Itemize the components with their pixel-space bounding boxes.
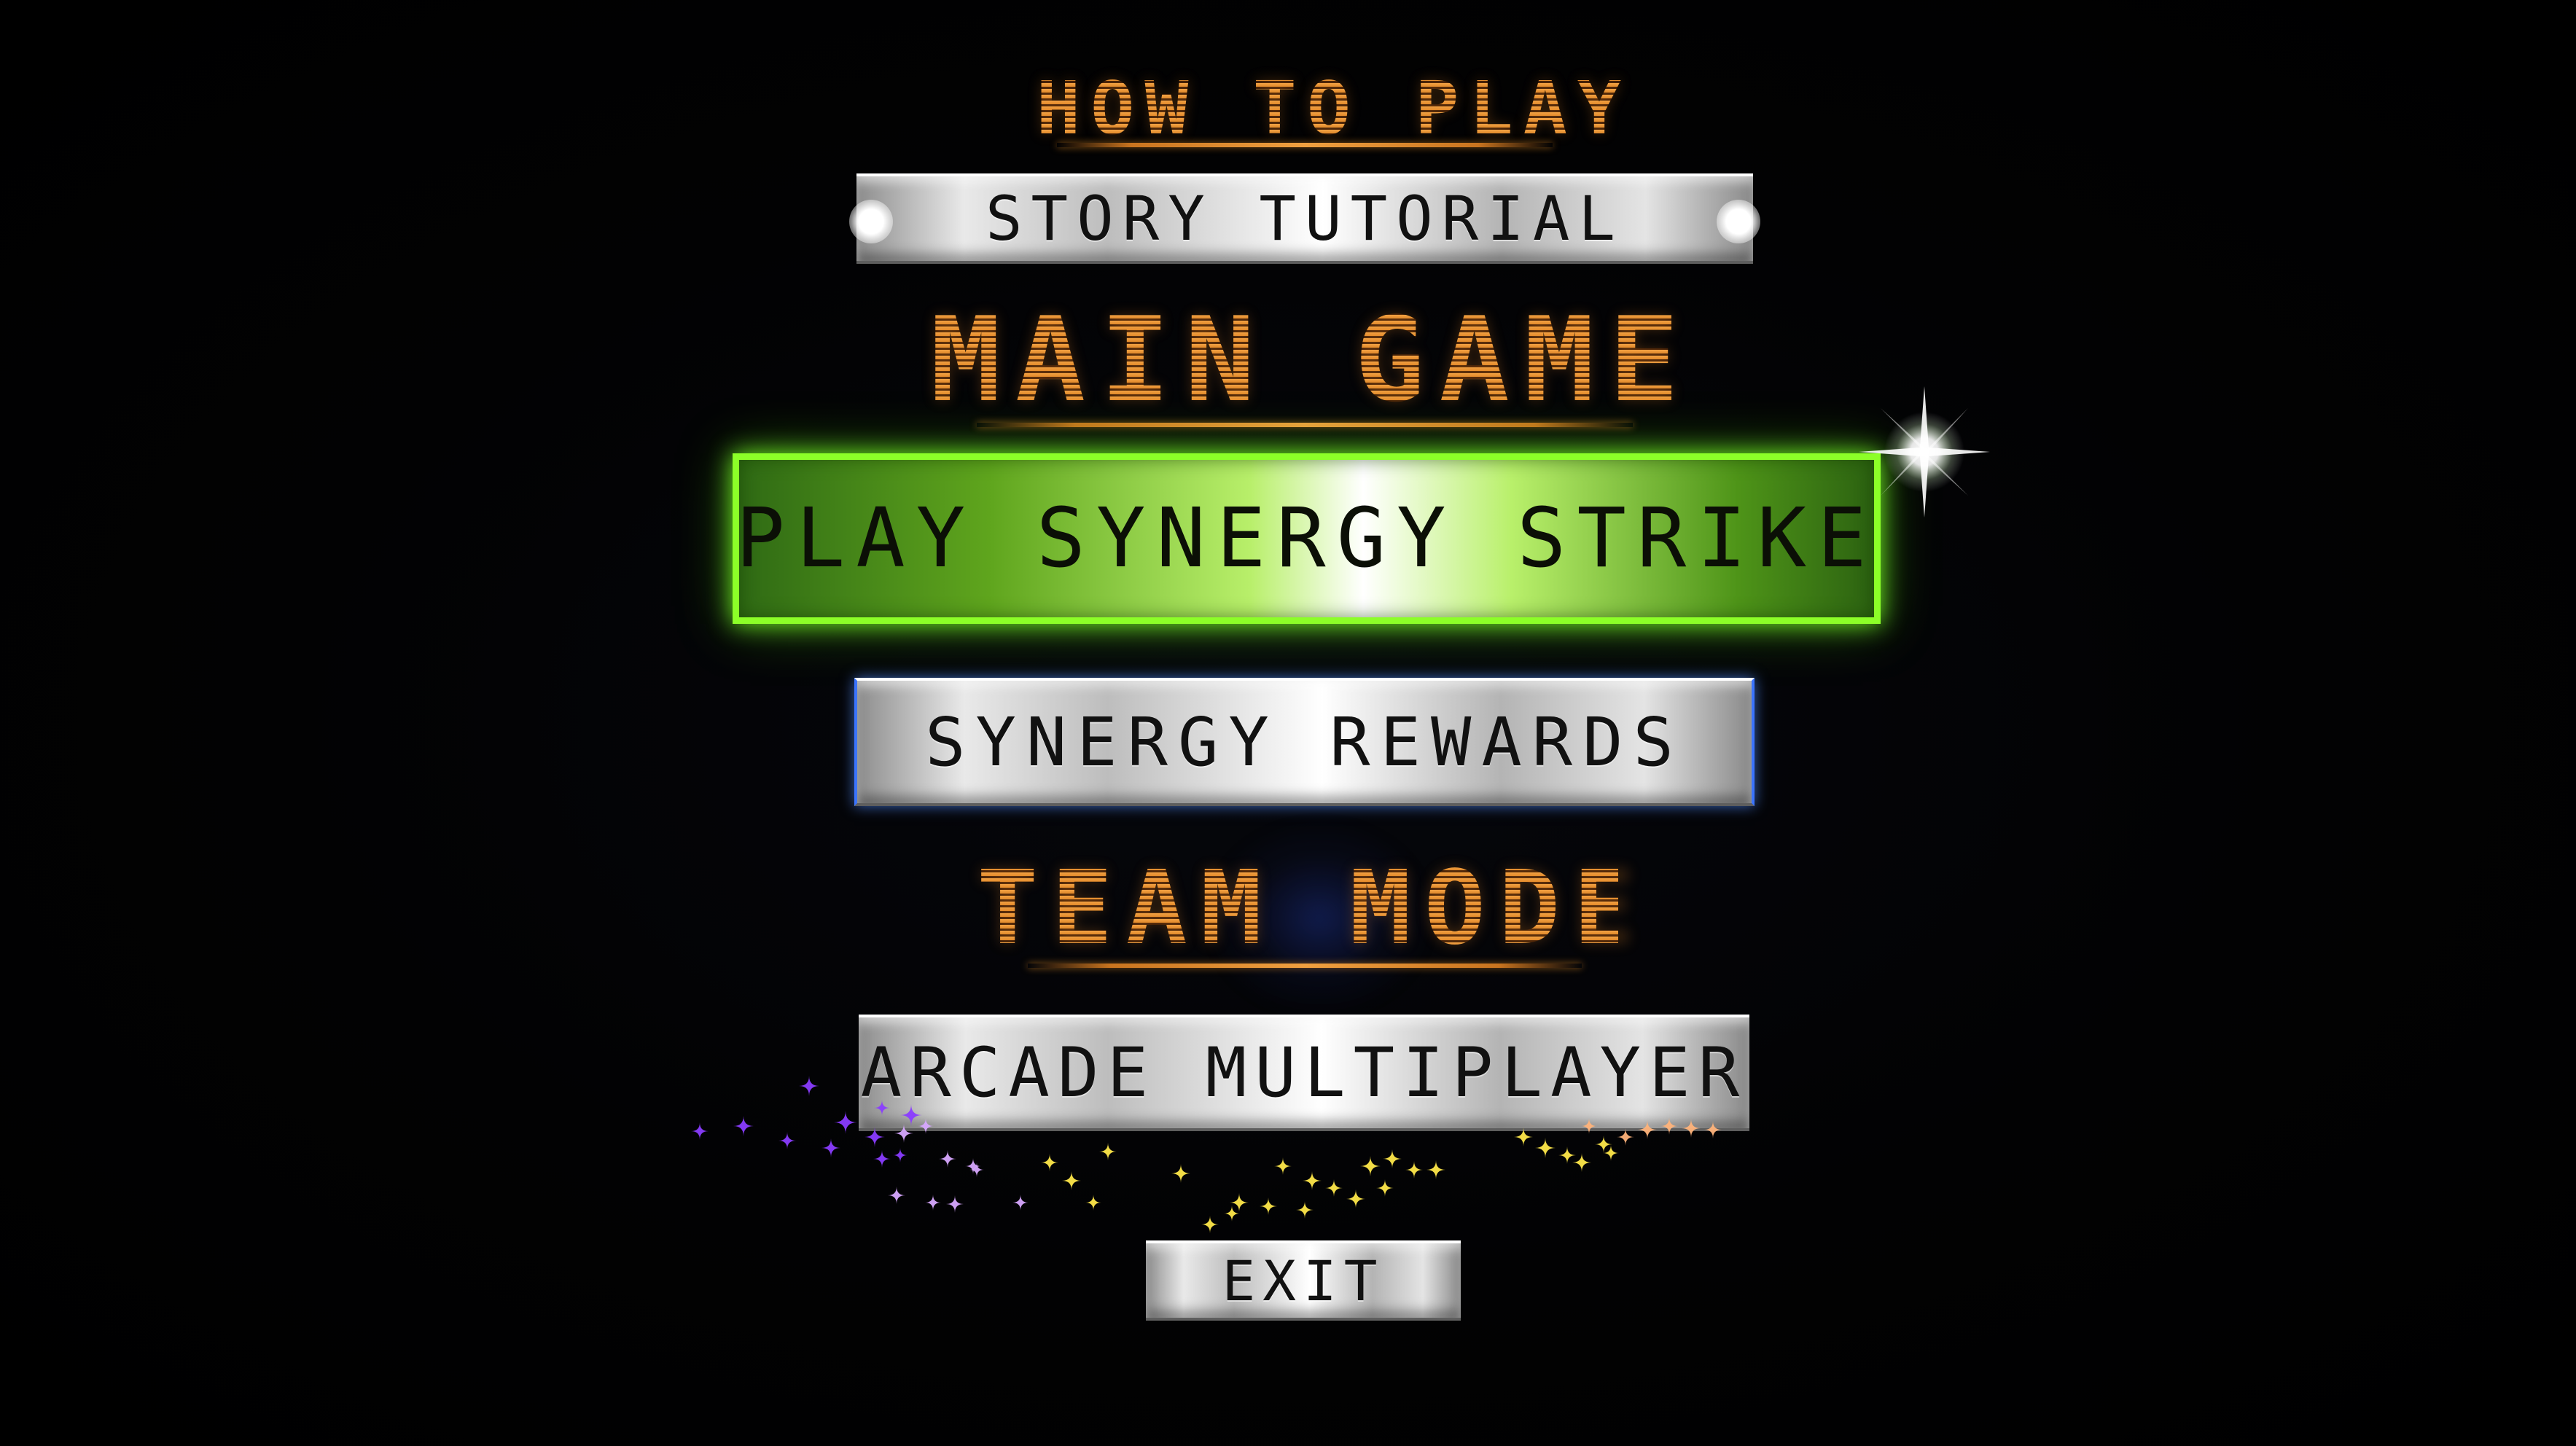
star-particle xyxy=(778,1132,796,1149)
star-particle xyxy=(1230,1193,1249,1212)
star-particle xyxy=(1274,1157,1292,1175)
star-particle xyxy=(965,1158,981,1174)
star-particle xyxy=(1405,1161,1423,1179)
play-synergy-strike-button[interactable]: PLAY SYNERGY STRIKE xyxy=(733,453,1881,624)
button-end-glow xyxy=(1717,200,1760,243)
synergy-rewards-button[interactable]: SYNERGY REWARDS xyxy=(854,678,1755,806)
button-label: PLAY SYNERGY STRIKE xyxy=(735,491,1878,586)
star-particle xyxy=(1426,1160,1445,1179)
star-particle xyxy=(1572,1153,1591,1172)
star-particle xyxy=(1085,1195,1101,1211)
button-end-glow xyxy=(849,200,893,243)
star-particle xyxy=(1346,1189,1365,1208)
star-particle xyxy=(1603,1145,1619,1161)
star-particle xyxy=(873,1150,891,1168)
star-particle xyxy=(1360,1156,1381,1176)
star-particle xyxy=(1558,1146,1576,1164)
star-particle xyxy=(1260,1197,1277,1215)
star-particle xyxy=(1012,1195,1029,1211)
heading-underline xyxy=(1028,964,1582,968)
sparkle-icon xyxy=(1859,386,1990,517)
heading-underline xyxy=(1057,143,1553,147)
arcade-multiplayer-button[interactable]: ARCADE MULTIPLAYER xyxy=(859,1015,1749,1131)
star-particle xyxy=(1062,1171,1081,1190)
star-particle xyxy=(1171,1164,1190,1183)
star-particle xyxy=(733,1116,754,1136)
star-particle xyxy=(1296,1201,1314,1219)
star-particle xyxy=(969,1162,984,1177)
button-label: STORY TUTORIAL xyxy=(985,183,1624,254)
star-particle xyxy=(834,1111,857,1134)
star-particle xyxy=(893,1148,908,1162)
heading-underline xyxy=(977,423,1633,427)
star-particle xyxy=(691,1122,709,1140)
star-particle xyxy=(1224,1205,1240,1222)
star-particle xyxy=(821,1138,840,1157)
star-particle xyxy=(1383,1149,1402,1168)
section-heading-team-mode: TEAM MODE xyxy=(977,849,1648,968)
star-particle xyxy=(1041,1154,1058,1171)
story-tutorial-button[interactable]: STORY TUTORIAL xyxy=(849,173,1760,264)
exit-button[interactable]: EXIT xyxy=(1146,1240,1461,1321)
star-particle xyxy=(1201,1216,1219,1233)
button-label: EXIT xyxy=(1222,1248,1385,1313)
star-particle xyxy=(1303,1171,1322,1190)
section-heading-main-game: MAIN GAME xyxy=(911,292,1713,428)
section-heading-how-to-play: HOW TO PLAY xyxy=(1020,66,1647,151)
star-particle xyxy=(1595,1136,1612,1153)
star-particle xyxy=(799,1076,819,1096)
background-glow xyxy=(1210,824,1429,1013)
star-particle xyxy=(888,1187,905,1204)
star-particle xyxy=(946,1195,964,1213)
star-particle xyxy=(939,1150,956,1168)
star-particle xyxy=(1535,1138,1556,1158)
star-particle xyxy=(1376,1179,1394,1197)
button-label: ARCADE MULTIPLAYER xyxy=(860,1033,1748,1113)
button-label: SYNERGY REWARDS xyxy=(925,703,1684,781)
star-particle xyxy=(1325,1179,1343,1197)
star-particle xyxy=(1099,1143,1117,1160)
star-particle xyxy=(925,1195,941,1211)
